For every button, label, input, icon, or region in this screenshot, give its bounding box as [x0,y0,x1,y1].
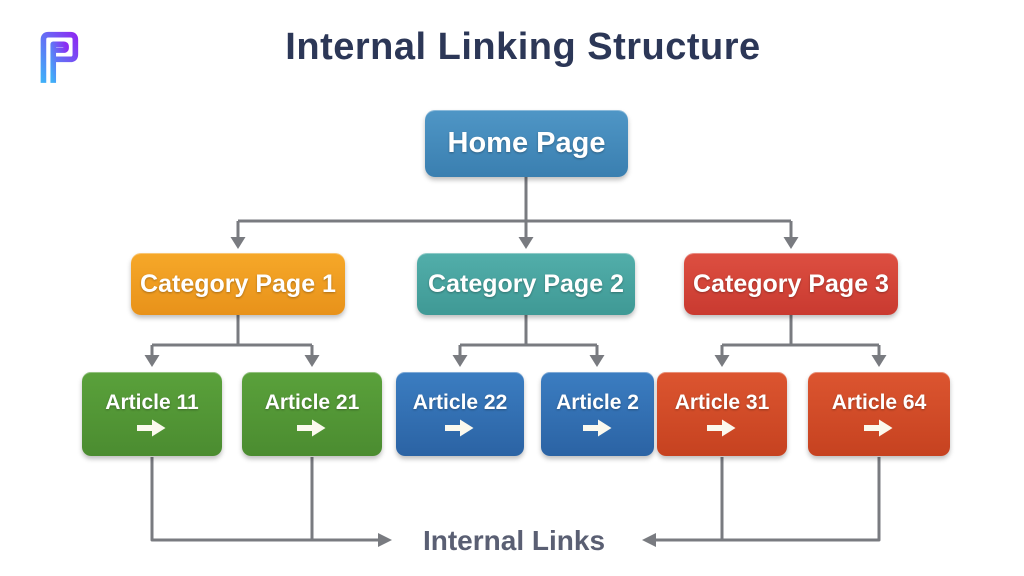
category-page-3-node: Category Page 3 [684,253,898,315]
home-to-categories-connector [230,177,799,249]
article-21-node: Article 21 [242,372,382,456]
home-page-label: Home Page [447,127,606,159]
article-11-node: Article 11 [82,372,222,456]
right-arrow-icon [582,419,611,436]
category2-to-articles-connector [452,315,605,367]
category-page-1-label: Category Page 1 [140,269,336,298]
articles-to-internal-links-right-connector [642,457,881,547]
category1-to-articles-connector [144,315,320,367]
right-arrow-icon [707,419,736,436]
category3-to-articles-connector [714,315,887,367]
internal-links-label: Internal Links [422,525,606,556]
article-64-node: Article 64 [808,372,950,456]
category-page-1-node: Category Page 1 [131,253,345,315]
right-arrow-icon [864,419,893,436]
article-21-label: Article 21 [264,390,360,414]
category-page-3-label: Category Page 3 [693,269,889,298]
page-title: Internal Linking Structure [285,26,761,68]
category-page-2-label: Category Page 2 [428,269,624,298]
right-arrow-icon [445,419,474,436]
article-31-label: Article 31 [674,390,770,414]
article-64-label: Article 64 [831,390,927,414]
article-2-node: Article 2 [541,372,654,456]
article-22-label: Article 22 [412,390,508,414]
article-11-label: Article 11 [105,390,199,414]
article-22-node: Article 22 [396,372,524,456]
home-page-node: Home Page [425,110,628,177]
articles-to-internal-links-left-connector [150,457,392,547]
article-31-node: Article 31 [657,372,787,456]
article-2-label: Article 2 [556,390,639,414]
category-page-2-node: Category Page 2 [417,253,635,315]
right-arrow-icon [137,419,166,436]
right-arrow-icon [297,419,326,436]
pf-brand-logo-icon [40,31,79,83]
